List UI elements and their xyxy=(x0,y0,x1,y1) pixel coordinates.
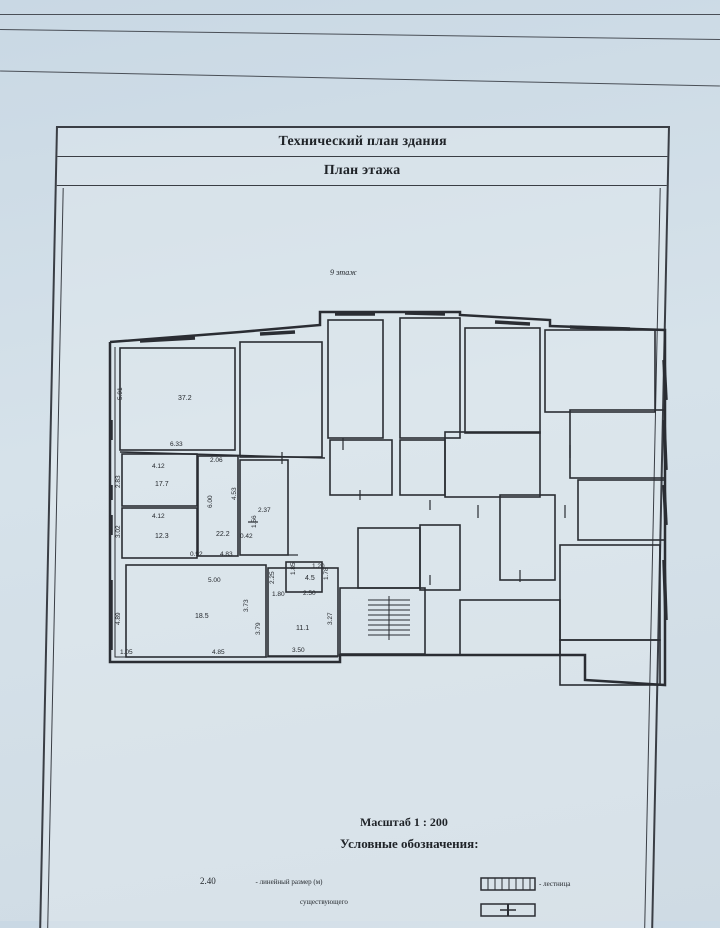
legend-existing-desc: существующего xyxy=(300,898,348,906)
dim-label: 6.33 xyxy=(170,441,183,448)
sheet-subtitle: План этажа xyxy=(56,157,668,186)
dim-label: 3.79 xyxy=(255,622,262,635)
dim-label: 1.85 xyxy=(290,562,297,575)
room-area: 12.3 xyxy=(155,533,169,540)
dim-label: 3.02 xyxy=(115,525,122,538)
dim-label: 5.00 xyxy=(208,577,221,584)
room-area: 37.2 xyxy=(178,395,192,402)
room-area: 17.7 xyxy=(155,481,169,488)
dim-label: 1.80 xyxy=(272,591,285,598)
legend-linear-value: 2.40 xyxy=(200,876,216,886)
legend-linear-desc: - линейный размер (м) xyxy=(255,878,323,886)
dim-label: 1.20 xyxy=(312,563,325,570)
room-area: 18.5 xyxy=(195,613,209,620)
floor-plan: 6.33 5.91 4.12 4.12 2.06 6.00 4.53 2.37 … xyxy=(108,310,668,687)
dim-label: 0.92 xyxy=(190,551,203,558)
legend-title: Условные обозначения: xyxy=(340,836,479,851)
dim-label: 2.50 xyxy=(303,590,316,597)
room-37 xyxy=(119,347,236,451)
room-area: 11.1 xyxy=(296,625,309,632)
dim-label: 3.50 xyxy=(292,647,305,654)
room-area: 22.2 xyxy=(216,531,230,538)
legend-stairs-desc: - лестница xyxy=(539,880,571,888)
dim-label: 2.37 xyxy=(258,507,271,514)
room-area: 4.5 xyxy=(305,575,315,582)
floor-label: 9 этаж xyxy=(330,268,357,277)
dim-label: 4.53 xyxy=(231,487,238,500)
dim-label: 0.42 xyxy=(240,533,253,540)
dim-label: 2.83 xyxy=(115,475,122,488)
door-icon xyxy=(480,903,536,917)
page-rule-3 xyxy=(0,70,720,87)
legend-existing: существующего xyxy=(300,898,348,906)
sheet-title: Технический план здания xyxy=(57,128,668,157)
dim-label: 1.78 xyxy=(323,567,330,580)
dim-label: 4.12 xyxy=(152,513,165,520)
dim-label: 6.00 xyxy=(207,495,214,508)
dim-label: 5.91 xyxy=(117,387,124,400)
dim-label: 4.85 xyxy=(212,649,225,656)
dim-label: 4.83 xyxy=(220,551,233,558)
dim-label: 2.25 xyxy=(269,571,276,584)
stairs-icon xyxy=(480,877,536,891)
dim-label: 3.27 xyxy=(327,612,334,625)
dim-label: 4.89 xyxy=(115,612,122,625)
legend-stairs: - лестница xyxy=(480,876,570,892)
scale-label: Масштаб 1 : 200 xyxy=(360,815,448,829)
page-rule-2 xyxy=(0,28,720,41)
dim-label: 1.56 xyxy=(251,515,258,528)
dim-label: 3.73 xyxy=(243,599,250,612)
dim-label: 4.12 xyxy=(152,463,165,470)
legend-linear: 2.40 - линейный размер (м) xyxy=(200,876,323,886)
dim-label: 1.05 xyxy=(120,649,133,656)
dim-label: 2.06 xyxy=(210,457,223,464)
page-rule-1 xyxy=(0,14,720,15)
